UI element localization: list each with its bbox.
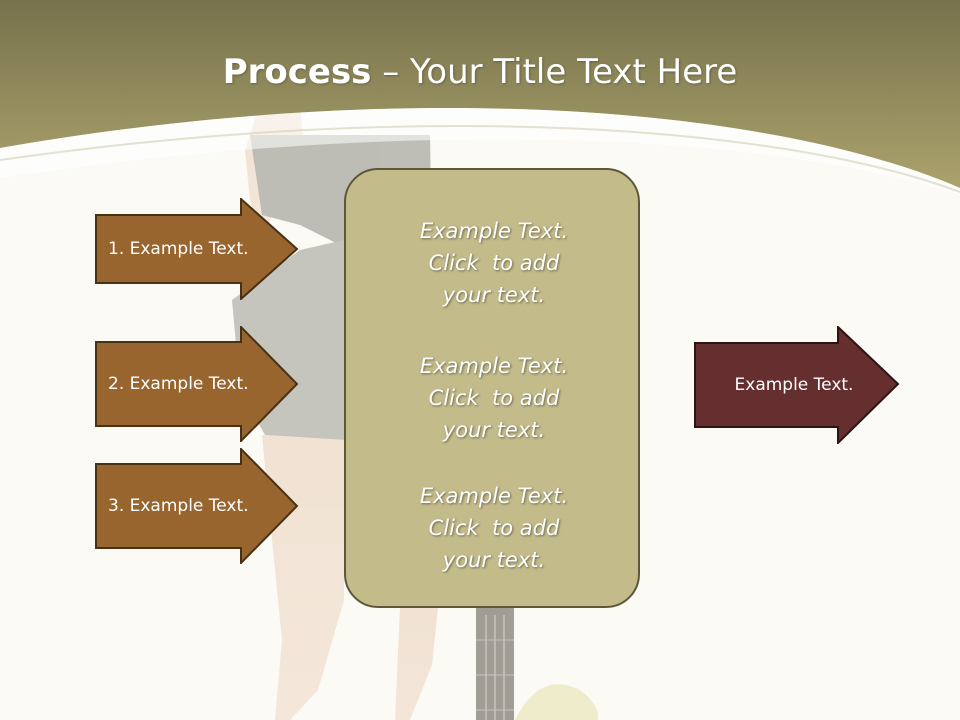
center-p2-line1: Example Text. [419, 354, 569, 378]
center-p2-line3: your text. [442, 418, 546, 442]
center-p1-line3: your text. [442, 283, 546, 307]
center-paragraph-3: Example Text. Click to add your text. [346, 480, 642, 576]
center-paragraph-2: Example Text. Click to add your text. [346, 350, 642, 446]
step-arrow-1: 1. Example Text. [95, 198, 299, 300]
center-p3-line2: Click to add [428, 516, 560, 540]
center-p1-line2: Click to add [428, 251, 560, 275]
result-arrow: Example Text. [694, 326, 900, 444]
center-p3-line3: your text. [442, 548, 546, 572]
title-bold: Process [222, 52, 372, 92]
title-rest: – Your Title Text Here [371, 52, 738, 92]
center-paragraph-1: Example Text. Click to add your text. [346, 215, 642, 311]
center-text-box: Example Text. Click to add your text. Ex… [344, 168, 640, 608]
header-swoosh [0, 107, 960, 195]
header-band [0, 0, 960, 188]
step-label-2: 2. Example Text. [108, 374, 249, 394]
step-label-3: 3. Example Text. [108, 496, 249, 516]
slide-title: Process – Your Title Text Here [0, 52, 960, 92]
result-label: Example Text. [734, 375, 854, 395]
center-p1-line1: Example Text. [419, 219, 569, 243]
step-label-1: 1. Example Text. [108, 239, 249, 259]
center-p3-line1: Example Text. [419, 484, 569, 508]
step-arrow-2: 2. Example Text. [95, 326, 299, 442]
step-arrow-3: 3. Example Text. [95, 448, 299, 564]
center-p2-line2: Click to add [428, 386, 560, 410]
